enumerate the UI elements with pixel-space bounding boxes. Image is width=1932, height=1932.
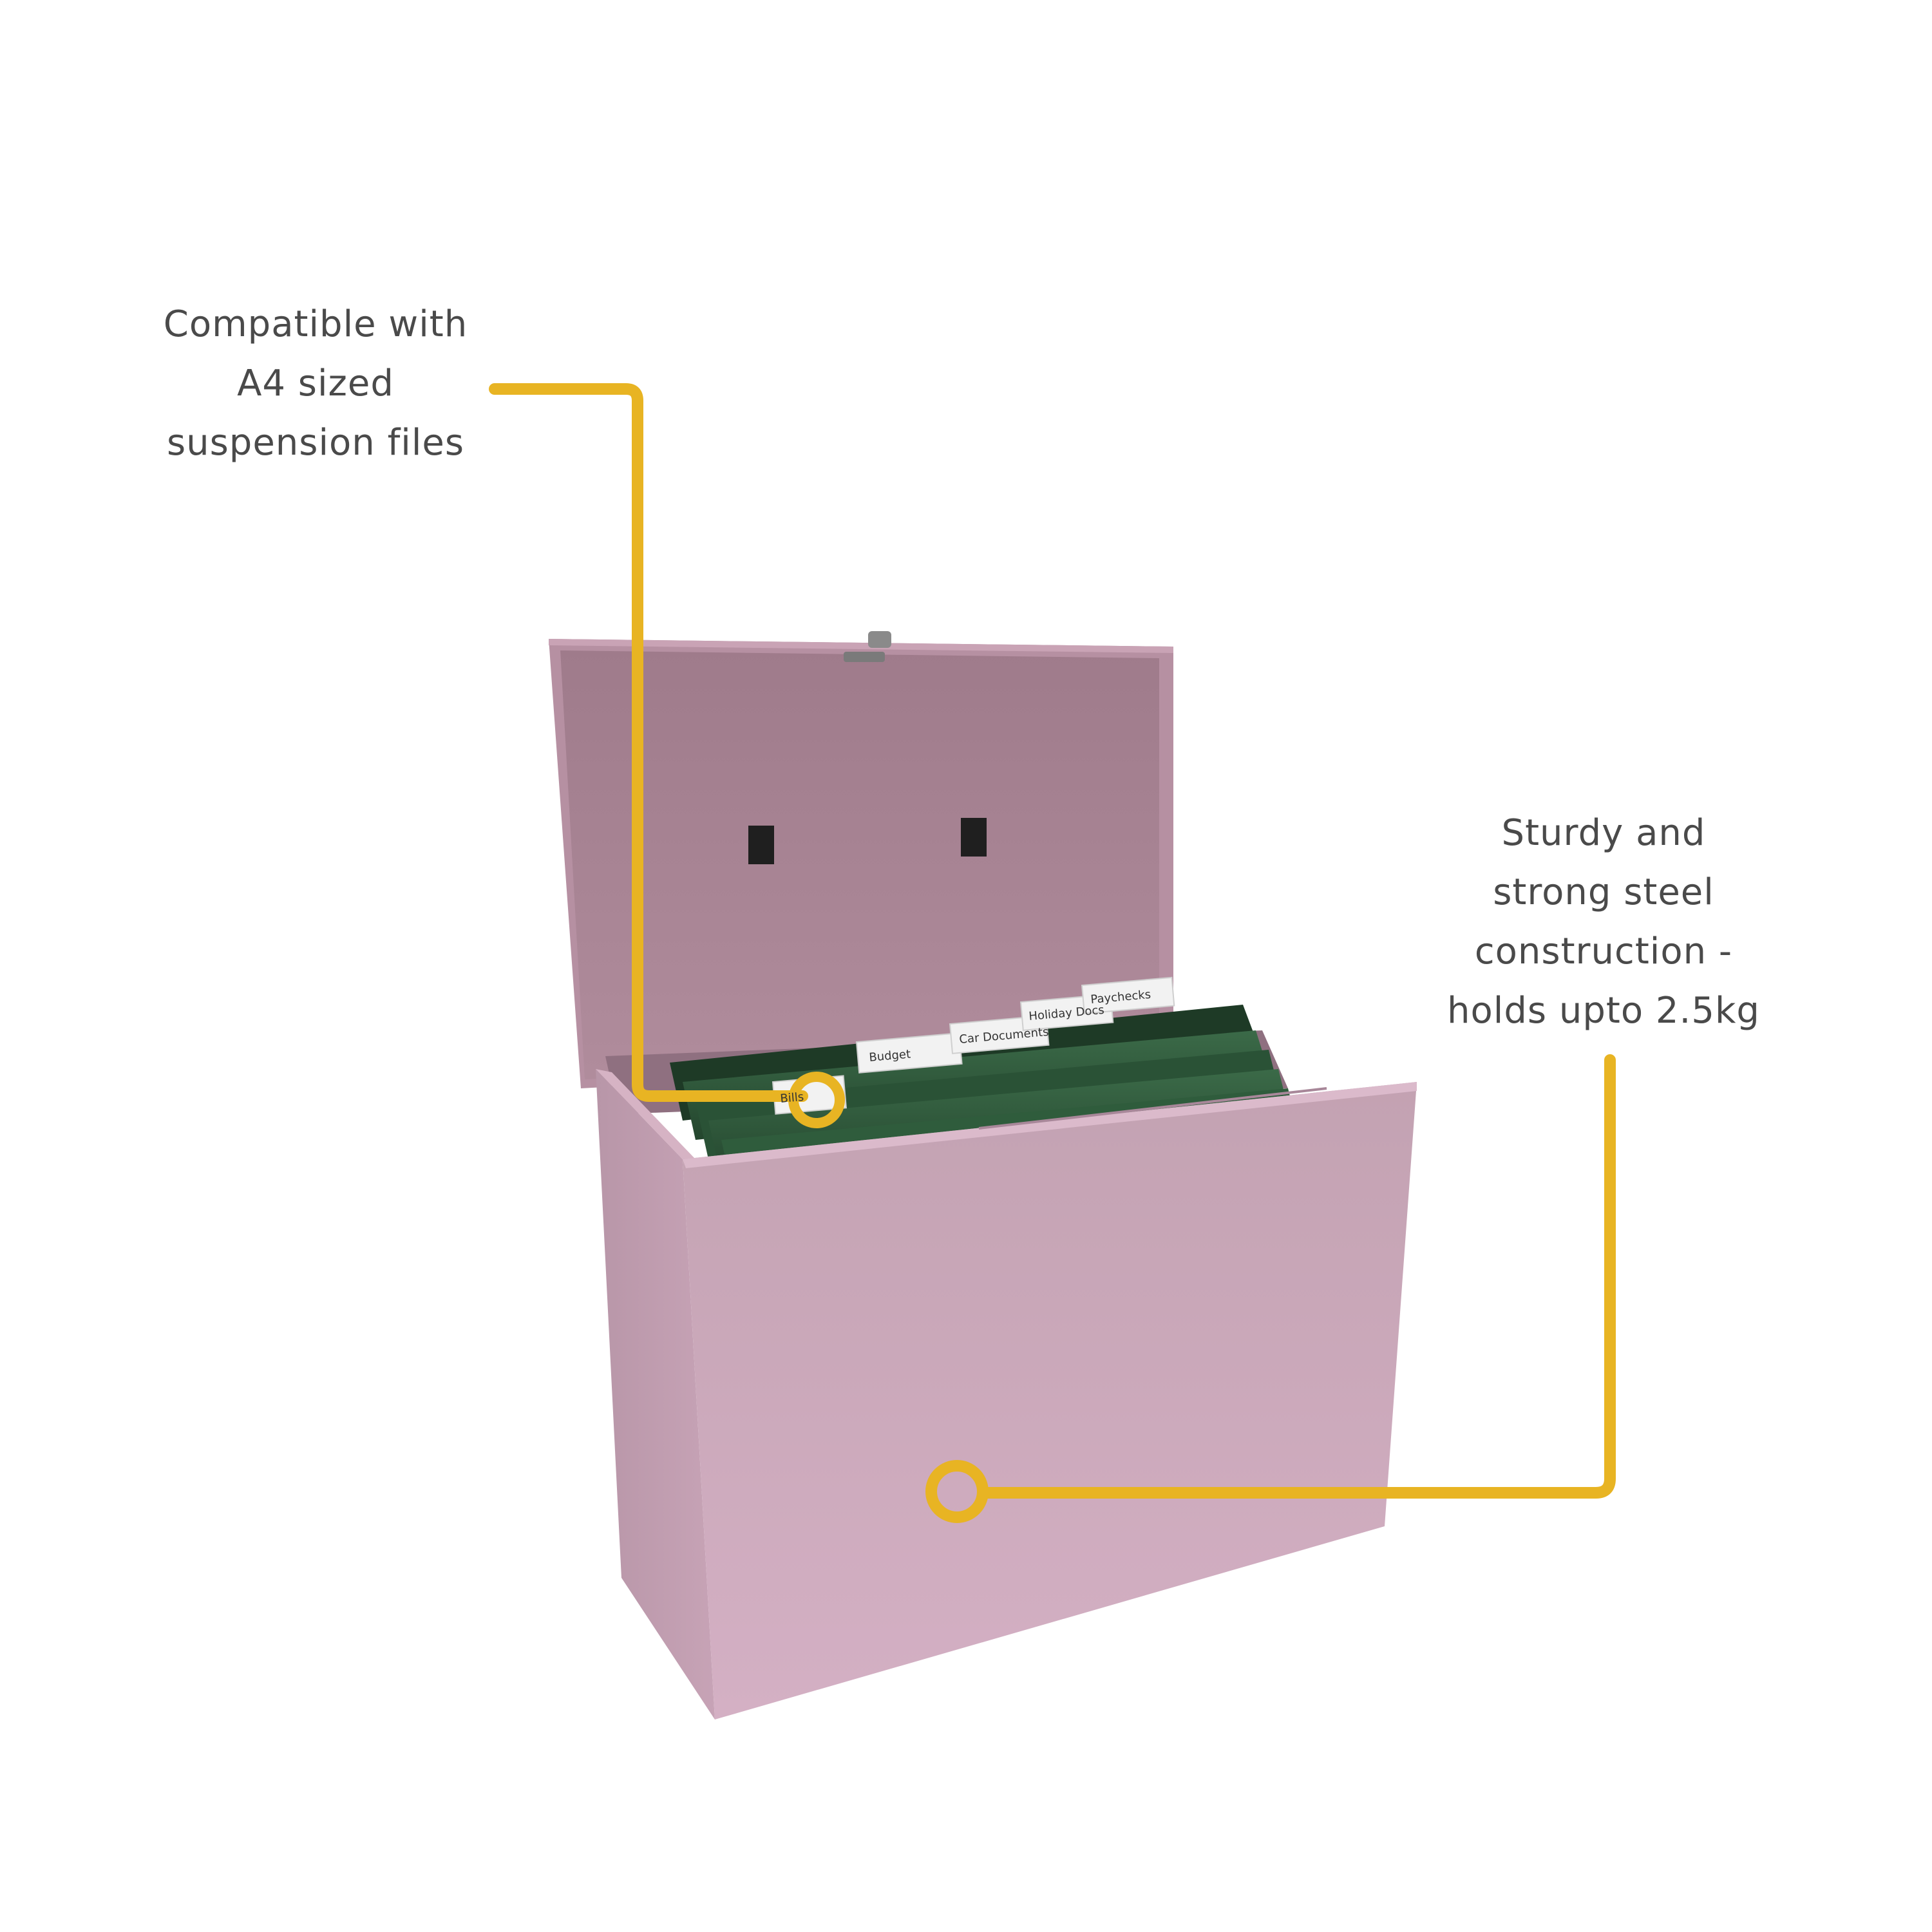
callout-connector-left: [489, 383, 845, 1128]
callout-construction: Sturdy and strong steel construction - h…: [1417, 804, 1790, 1041]
lid-stopper-right: [961, 818, 987, 857]
lid-stopper-left: [748, 826, 774, 864]
callout-marker-left: [788, 1072, 845, 1128]
callout-construction-line-4: holds upto 2.5kg: [1447, 990, 1760, 1032]
box-lid: [549, 631, 1173, 1088]
callout-construction-line-1: Sturdy and: [1501, 812, 1706, 854]
file-box: [549, 631, 1417, 1719]
callout-compatibility-line-1: Compatible with: [163, 303, 468, 345]
box-side: [596, 1069, 715, 1719]
file-tab-paychecks: [1081, 976, 1175, 1014]
file-tab-label: Bills: [780, 1090, 804, 1106]
callout-construction-line-2: strong steel: [1493, 871, 1714, 913]
box-front: [683, 1082, 1417, 1719]
callout-compatibility: Compatible with A4 sized suspension file…: [129, 295, 502, 473]
callout-connector-right: [925, 1054, 1616, 1523]
callout-marker-right: [925, 1460, 989, 1523]
callout-compatibility-line-2: A4 sized: [237, 363, 394, 404]
lid-clasp: [868, 631, 891, 648]
callout-construction-line-3: construction -: [1474, 931, 1733, 972]
callout-compatibility-line-3: suspension files: [166, 422, 465, 464]
